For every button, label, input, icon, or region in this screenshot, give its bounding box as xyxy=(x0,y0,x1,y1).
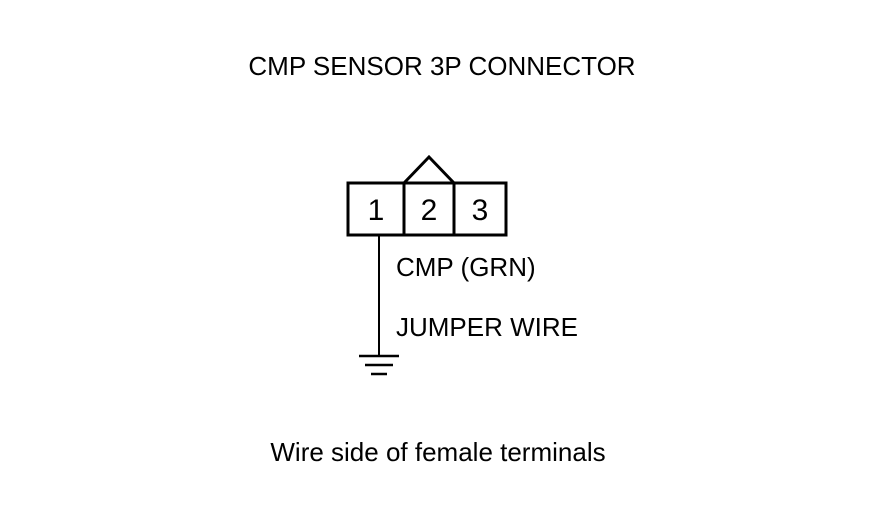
diagram-caption: Wire side of female terminals xyxy=(270,437,605,467)
jumper-wire-label: JUMPER WIRE xyxy=(396,312,578,342)
wire-label-cmp: CMP (GRN) xyxy=(396,252,536,282)
diagram-title: CMP SENSOR 3P CONNECTOR xyxy=(248,51,635,81)
terminal-3-label: 3 xyxy=(472,194,489,227)
terminal-1-label: 1 xyxy=(368,194,385,227)
connector-housing xyxy=(346,181,508,237)
connector-lock-tab xyxy=(402,154,456,185)
connector-3p xyxy=(346,154,508,237)
terminal-2-label: 2 xyxy=(421,194,438,227)
ground-icon xyxy=(359,354,399,376)
